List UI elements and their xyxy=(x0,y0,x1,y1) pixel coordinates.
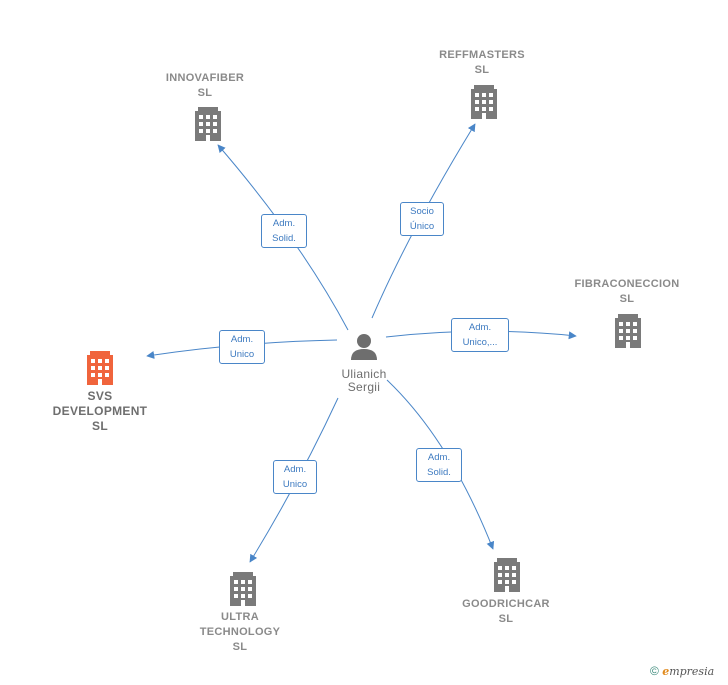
building-icon[interactable] xyxy=(87,351,113,385)
node-label-goodrichcar[interactable]: GOODRICHCAR SL xyxy=(462,598,550,625)
node-label-innovafiber[interactable]: INNOVAFIBER SL xyxy=(165,72,245,99)
edge-label-svs[interactable]: Adm. Unico xyxy=(219,330,265,364)
node-label-reffmasters[interactable]: REFFMASTERS SL xyxy=(439,49,525,76)
edge-label-fibraconeccion[interactable]: Adm. Unico,... xyxy=(451,318,509,352)
node-label-svs[interactable]: SVS DEVELOPMENT SL xyxy=(52,389,148,433)
brand-logo[interactable]: empresia xyxy=(662,665,715,678)
person-icon[interactable] xyxy=(351,334,377,360)
person-label[interactable]: Ulianich Sergii xyxy=(341,367,387,394)
copyright-icon: © xyxy=(650,664,659,678)
edge-label-goodrichcar[interactable]: Adm. Solid. xyxy=(416,448,462,482)
building-icon[interactable] xyxy=(615,314,641,348)
edge-label-innovafiber[interactable]: Adm. Solid. xyxy=(261,214,307,248)
node-label-ultra[interactable]: ULTRA TECHNOLOGY SL xyxy=(199,611,281,653)
building-icon[interactable] xyxy=(494,558,520,592)
building-icon[interactable] xyxy=(195,107,221,141)
edge-label-ultra[interactable]: Adm. Unico xyxy=(273,460,317,494)
node-label-fibraconeccion[interactable]: FIBRACONECCION SL xyxy=(574,278,680,305)
building-icon[interactable] xyxy=(471,85,497,119)
copyright-footer: © empresia xyxy=(650,664,714,678)
edge-label-reffmasters[interactable]: Socio Único xyxy=(400,202,444,236)
building-icon[interactable] xyxy=(230,572,256,606)
